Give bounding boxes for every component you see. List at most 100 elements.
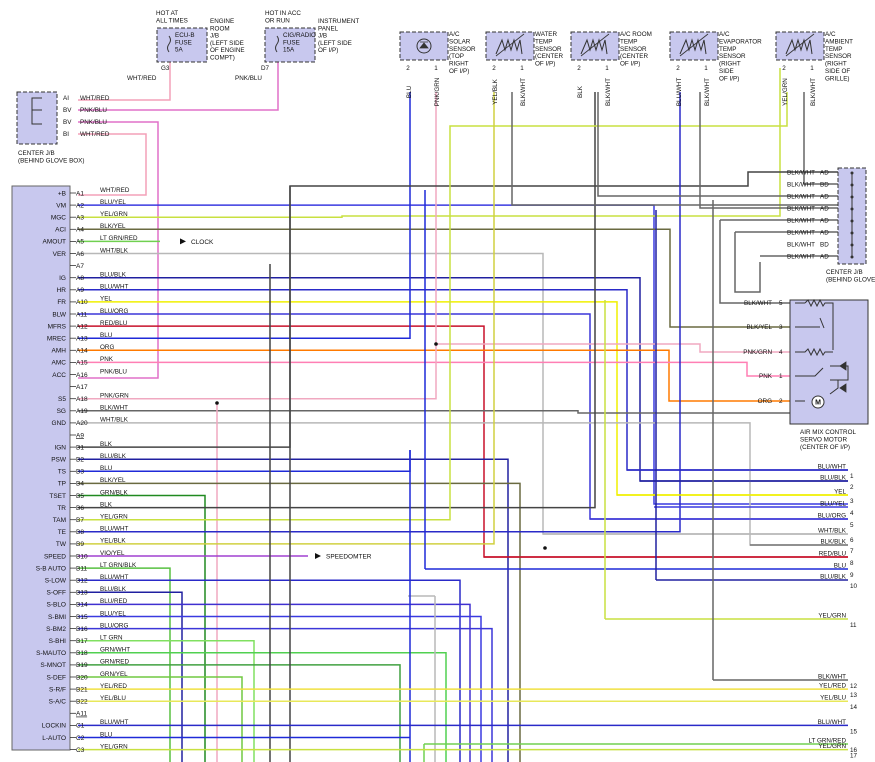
output-number: 11 — [850, 622, 857, 629]
ecu-pin-number: A18 — [76, 396, 88, 403]
wire-color-label: BLU/BLK — [100, 586, 127, 593]
wire-color-label: BLK/WHT — [100, 405, 128, 412]
label-line: AIR MIX CONTROL — [800, 429, 856, 436]
sbhi-wire — [78, 639, 255, 762]
label-line: OF I/P) — [620, 61, 640, 68]
jb-wire-label: WHT/RED — [80, 95, 110, 102]
sensor-pin: 1 — [434, 65, 438, 72]
output-wire-label: BLK/WHT — [818, 674, 846, 681]
wire-color-label: YEL/GRN — [100, 514, 128, 521]
label-line: J/B — [318, 33, 327, 40]
plusb-wire — [78, 133, 147, 196]
sbm2-wire — [78, 627, 493, 762]
aci-wire — [78, 228, 790, 328]
wire-color-label: GRN/YEL — [100, 671, 128, 678]
ecu-pin-name: TE — [58, 529, 67, 536]
ecu-pin-number: B14 — [76, 602, 88, 609]
sensor-wire-label: BLU — [406, 85, 413, 98]
thermistor-icon — [679, 38, 707, 55]
jb-right-pin: AD — [820, 218, 829, 225]
label-line: ECU-B — [175, 32, 195, 39]
ecu-body — [11, 185, 71, 751]
ecu-pin-name: TSET — [49, 493, 66, 500]
sensor-wire-label: BLK — [577, 85, 584, 98]
ecu-pin-number: A8 — [76, 275, 84, 282]
fuse-wire-label: PNK/BLU — [235, 75, 262, 82]
sensor-pin: 1 — [605, 65, 609, 72]
ecu-pin-name: SG — [57, 408, 66, 415]
wire-color-label: BLK/YEL — [100, 223, 126, 230]
sensor-wire-label: BLK/WHT — [704, 78, 711, 106]
output-wire-label: BLU/WHT — [818, 464, 846, 471]
label-line: (LEFT SIDE — [210, 40, 244, 47]
output-number: 5 — [850, 522, 854, 529]
smauto-wire — [78, 652, 447, 762]
center-jb-left — [16, 91, 58, 145]
tam-wire — [78, 92, 788, 521]
center-jb-left-label: CENTER J/B(BEHIND GLOVE BOX) — [18, 150, 84, 165]
wire-color-label: PNK/BLU — [100, 368, 127, 375]
ecu-pin-number: B12 — [76, 578, 88, 585]
jb-right-pin: AD — [820, 206, 829, 213]
ecu-pin-name: MFRS — [48, 323, 67, 330]
output-wire-label: BLU/BLK — [820, 475, 847, 482]
wire-color-label: YEL/BLU — [100, 695, 126, 702]
ecu-pin-name: S-OFF — [47, 590, 67, 597]
label-line: COMPT) — [210, 55, 235, 62]
ecu-pin-number: A17 — [76, 384, 88, 391]
ecu-pin-name: TAM — [53, 517, 66, 524]
label-line: 15A — [283, 47, 295, 54]
label-line: INSTRUMENT — [318, 18, 359, 25]
label-line: J/B — [210, 33, 219, 40]
ecu-pin-number: B16 — [76, 626, 88, 633]
wire-color-label: GRN/WHT — [100, 647, 130, 654]
ecu-pin-number: B20 — [76, 674, 88, 681]
ecu-pin-number: B13 — [76, 590, 88, 597]
label-line: 5A — [175, 47, 184, 54]
tset-wire — [78, 494, 206, 762]
output-number: 1 — [850, 473, 854, 480]
ecu-pin-number: B18 — [76, 650, 88, 657]
ecu-pin-number: A1 — [76, 190, 84, 197]
ecu-pin-name: S-BHI — [49, 638, 67, 645]
tr-wire — [78, 92, 596, 509]
output-number: 3 — [850, 498, 854, 505]
ecu-pin-number: B21 — [76, 686, 88, 693]
fuse-pin: G3 — [161, 65, 170, 72]
jb-right-wire-label: BLK/WHT — [787, 194, 815, 201]
ecu-pin-name: +B — [58, 190, 66, 197]
solar-diode-icon — [416, 38, 432, 54]
ecu-pin-number: B8 — [76, 529, 84, 536]
label-line: (CENTER — [535, 53, 563, 60]
sbauto-wire — [78, 567, 171, 762]
ecu-pin-name: LOCKIN — [42, 723, 67, 730]
jb-right-wire-label: BLK/WHT — [787, 254, 815, 261]
wire-color-label: GRN/BLK — [100, 489, 128, 496]
ecu-pin-number: A9 — [76, 432, 84, 439]
output-wire-label: YEL/GRN — [818, 613, 846, 620]
label-line: (TOP — [449, 53, 464, 60]
thermistor-icon — [495, 38, 523, 55]
sensor-wire-label: PNK/GRN — [434, 77, 441, 106]
ecu-pin-name: S-R/F — [49, 686, 66, 693]
fuse-icon — [275, 35, 279, 53]
center-jb-right-label: CENTER J/B(BEHIND GLOVE BOX) — [826, 269, 875, 284]
ecu-pin-name: AMOUT — [43, 239, 67, 246]
sensor-pin: 2 — [676, 65, 680, 72]
thermistor-icon — [580, 38, 608, 55]
ver-wire — [78, 252, 848, 535]
label-line: A/C — [719, 31, 730, 38]
thermistor-arrow-icon — [679, 33, 709, 57]
label-line: OF ENGINE — [210, 47, 245, 54]
ecu-pin-number: C3 — [76, 747, 85, 754]
wire-color-label: BLU/WHT — [100, 719, 128, 726]
wires-layer — [78, 62, 848, 762]
wire-color-label: VIO/YEL — [100, 550, 125, 557]
wire-color-label: GRN/RED — [100, 659, 129, 666]
jb-pin: BI — [63, 131, 69, 138]
